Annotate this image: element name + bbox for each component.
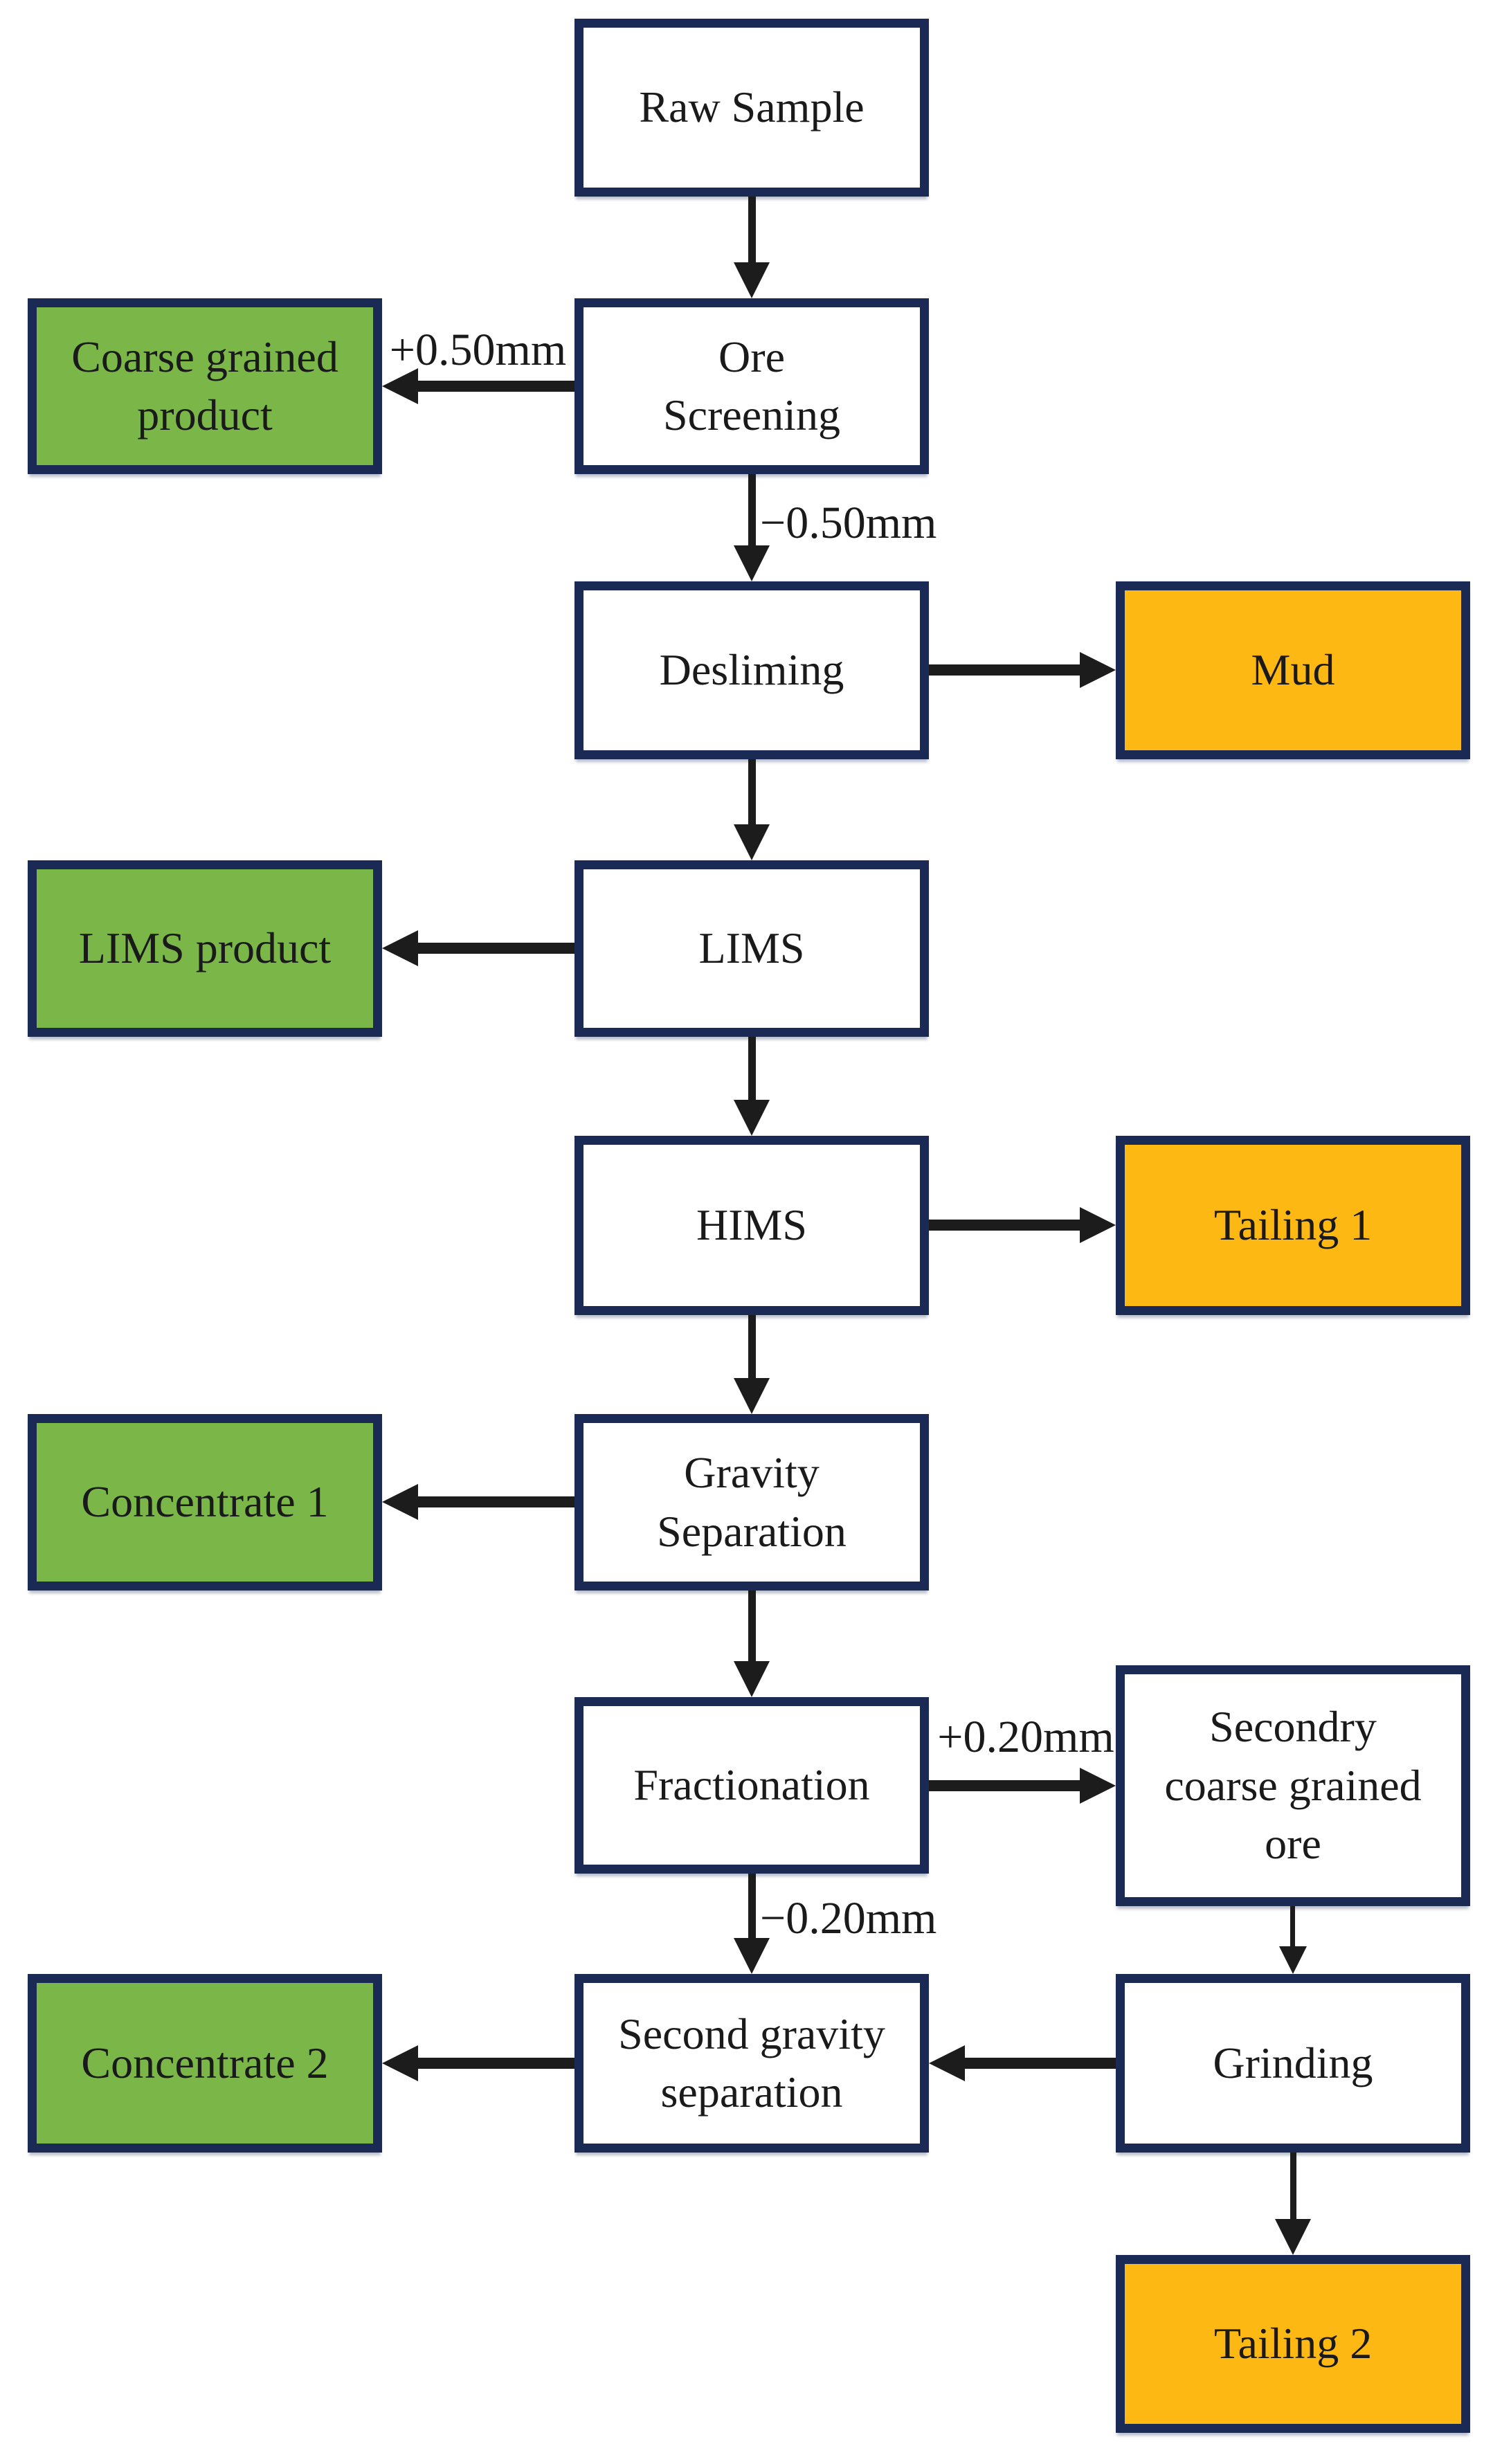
node-ore-screening: Ore Screening [574, 298, 929, 474]
arrow-hims-to-gravity-separation-head [734, 1378, 770, 1414]
arrow-ore-screening-to-coarse-product-line [413, 381, 574, 392]
node-hims: HIMS [574, 1136, 929, 1315]
node-concentrate-2-label: Concentrate 2 [81, 2038, 329, 2087]
node-fractionation-label: Fractionation [633, 1760, 870, 1810]
node-grinding: Grinding [1116, 1974, 1470, 2153]
node-desliming: Desliming [574, 581, 929, 759]
arrow-gravity-separation-to-fractionation-line [748, 1591, 756, 1667]
edge-label-minus-0-50mm: −0.50mm [760, 498, 937, 548]
arrow-grinding-to-second-gravity-line [959, 2058, 1116, 2069]
node-lims-product-label: LIMS product [78, 923, 332, 973]
edge-label-minus-0-20mm: −0.20mm [760, 1893, 937, 1944]
node-concentrate-2: Concentrate 2 [28, 1974, 382, 2153]
arrow-fractionation-to-second-gravity-line [748, 1874, 756, 1944]
arrow-grinding-to-tailing-2-head [1275, 2219, 1311, 2255]
node-concentrate-1-label: Concentrate 1 [81, 1477, 329, 1527]
arrow-fractionation-to-secondary-ore-line [929, 1780, 1085, 1791]
arrow-secondary-ore-to-grinding-head [1279, 1946, 1307, 1974]
arrow-raw-sample-to-ore-screening-line [748, 197, 756, 268]
node-mud-label: Mud [1251, 645, 1335, 695]
node-lims-label: LIMS [698, 923, 805, 973]
arrow-desliming-to-lims-line [748, 759, 756, 830]
node-mud: Mud [1116, 581, 1470, 759]
node-raw-sample-label: Raw Sample [639, 82, 865, 132]
arrow-hims-to-gravity-separation-line [748, 1315, 756, 1384]
node-tailing-1: Tailing 1 [1116, 1136, 1470, 1315]
arrow-gravity-separation-to-fractionation-head [734, 1661, 770, 1697]
arrow-gravity-separation-to-concentrate-1-head [382, 1484, 418, 1520]
arrow-gravity-separation-to-concentrate-1-line [413, 1496, 574, 1507]
node-coarse-grained-product-label: Coarse grained product [71, 332, 338, 440]
node-gravity-separation-label: Gravity Separation [657, 1448, 847, 1556]
node-coarse-grained-product: Coarse grained product [28, 298, 382, 474]
arrow-grinding-to-second-gravity-head [929, 2045, 965, 2081]
arrow-raw-sample-to-ore-screening-head [734, 262, 770, 298]
node-gravity-separation: Gravity Separation [574, 1414, 929, 1591]
arrow-ore-screening-to-desliming-head [734, 545, 770, 581]
arrow-lims-to-lims-product-head [382, 930, 418, 966]
node-second-gravity-separation-label: Second gravity separation [618, 2009, 885, 2117]
arrow-lims-to-hims-line [748, 1037, 756, 1105]
node-hims-label: HIMS [696, 1200, 808, 1250]
node-concentrate-1: Concentrate 1 [28, 1414, 382, 1591]
arrow-lims-to-lims-product-line [413, 943, 574, 954]
node-lims: LIMS [574, 860, 929, 1037]
arrow-hims-to-tailing-1-head [1080, 1207, 1116, 1243]
arrow-secondary-ore-to-grinding-line [1290, 1906, 1295, 1946]
node-fractionation: Fractionation [574, 1697, 929, 1874]
arrow-grinding-to-tailing-2-line [1290, 2153, 1296, 2225]
node-second-gravity-separation: Second gravity separation [574, 1974, 929, 2153]
node-grinding-label: Grinding [1213, 2038, 1373, 2087]
arrow-lims-to-hims-head [734, 1100, 770, 1136]
edge-label-plus-0-20mm: +0.20mm [937, 1712, 1114, 1762]
node-tailing-2-label: Tailing 2 [1213, 2319, 1373, 2368]
node-lims-product: LIMS product [28, 860, 382, 1037]
arrow-ore-screening-to-coarse-product-head [382, 368, 418, 404]
arrow-desliming-to-mud-head [1080, 652, 1116, 688]
arrow-ore-screening-to-desliming-line [748, 474, 756, 551]
arrow-fractionation-to-second-gravity-head [734, 1938, 770, 1974]
node-secondary-coarse-grained-ore-label: Secondry coarse grained ore [1164, 1702, 1422, 1869]
node-ore-screening-label: Ore Screening [663, 332, 840, 440]
arrow-second-gravity-to-concentrate-2-line [413, 2058, 574, 2069]
node-secondary-coarse-grained-ore: Secondry coarse grained ore [1116, 1665, 1470, 1906]
edge-label-plus-0-50mm: +0.50mm [389, 325, 567, 375]
node-tailing-2: Tailing 2 [1116, 2255, 1470, 2433]
arrow-desliming-to-mud-line [929, 664, 1085, 676]
node-tailing-1-label: Tailing 1 [1213, 1200, 1373, 1250]
arrow-second-gravity-to-concentrate-2-head [382, 2045, 418, 2081]
node-raw-sample: Raw Sample [574, 19, 929, 197]
node-desliming-label: Desliming [659, 645, 844, 695]
arrow-hims-to-tailing-1-line [929, 1220, 1085, 1231]
arrow-fractionation-to-secondary-ore-head [1080, 1768, 1116, 1804]
arrow-desliming-to-lims-head [734, 824, 770, 860]
